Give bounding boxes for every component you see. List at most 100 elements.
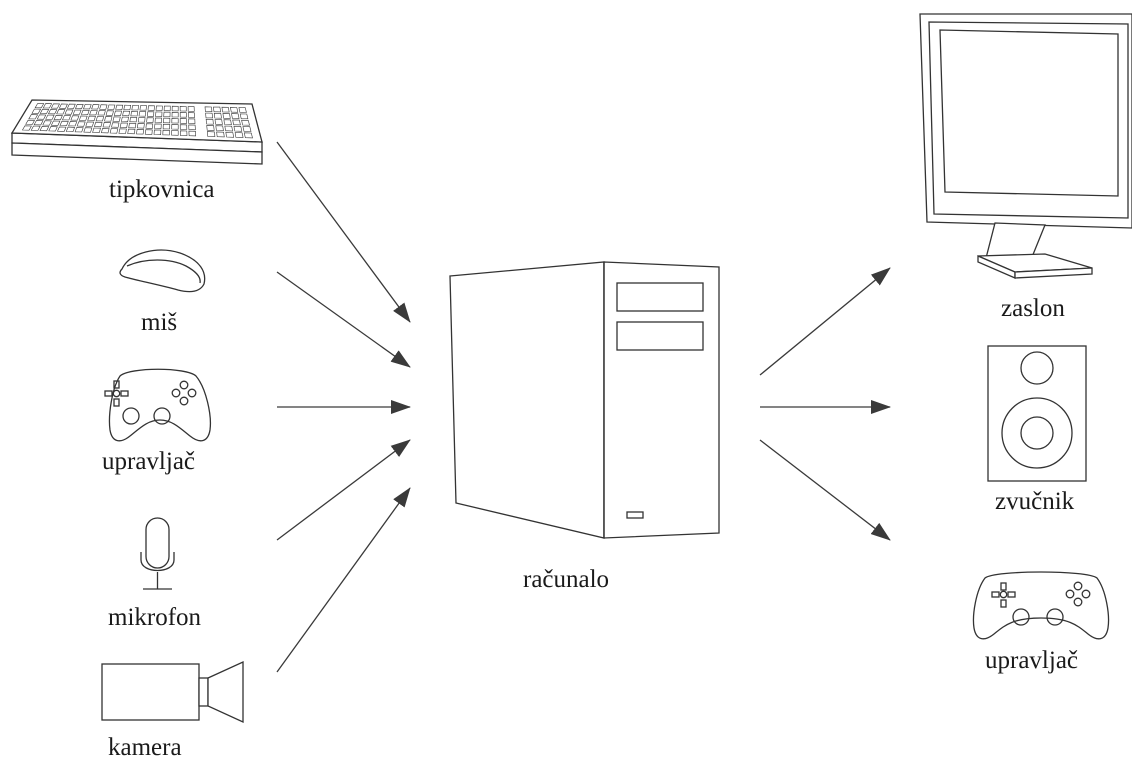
keyboard-key	[221, 106, 230, 113]
keyboard-key	[162, 129, 170, 136]
keyboard-key	[171, 124, 179, 130]
keyboard-key	[144, 129, 153, 135]
keyboard-key	[62, 115, 72, 121]
keyboard-key	[155, 105, 163, 111]
keyboard-key	[76, 121, 86, 127]
keyboard-key	[179, 124, 188, 130]
keyboard-key	[48, 126, 58, 132]
keyboard-key	[206, 131, 216, 137]
arrow-computer-to-monitor	[759, 267, 891, 376]
keyboard-key	[42, 103, 53, 109]
keyboard-key	[233, 125, 243, 132]
keyboard-key	[163, 105, 171, 112]
keyboard-key	[127, 128, 136, 135]
computer-tower-icon	[449, 261, 720, 539]
keyboard-key	[123, 104, 132, 111]
keyboard-key	[136, 123, 145, 129]
keyboard-key	[153, 129, 162, 136]
keyboard-key	[155, 111, 163, 117]
keyboard-key	[130, 110, 139, 117]
keyboard-key	[223, 119, 232, 126]
keyboard-key	[137, 117, 146, 123]
keyboard-key	[105, 110, 114, 116]
monitor-icon	[919, 13, 1132, 279]
keyboard-key	[112, 116, 121, 122]
keyboard-key	[66, 103, 76, 109]
keyboard-key	[231, 113, 240, 119]
mouse-label: miš	[141, 309, 178, 336]
keyboard-key	[179, 112, 187, 118]
keyboard-key	[205, 118, 214, 125]
keyboard-key	[78, 115, 88, 121]
keyboard-key	[39, 125, 50, 132]
keyboard-key	[85, 121, 95, 127]
keyboard-key	[213, 106, 221, 113]
keyboard-key	[101, 127, 110, 134]
keyboard-key	[42, 120, 52, 126]
keyboard-key	[74, 127, 84, 133]
keyboard-key	[147, 105, 155, 111]
keyboard-key	[21, 125, 32, 131]
keyboard-key	[109, 128, 119, 134]
keyboard-key	[119, 122, 128, 128]
keyboard-key	[99, 104, 108, 110]
keyboard-key	[146, 117, 154, 123]
keyboard-key	[58, 103, 68, 109]
keyboard-key	[118, 128, 127, 134]
keyboard-key	[39, 108, 50, 114]
keyboard-key	[215, 125, 224, 132]
controller-label-right: upravljač	[985, 647, 1079, 674]
microphone-icon	[140, 517, 175, 590]
camera-label: kamera	[108, 734, 182, 761]
keyboard-icon	[10, 99, 263, 165]
keyboard-key	[57, 126, 67, 132]
mouse-icon	[119, 249, 206, 293]
arrow-mouse-to-computer	[276, 271, 411, 368]
keyboard-key	[179, 118, 187, 124]
keyboard-key	[188, 130, 197, 137]
keyboard-key	[104, 116, 113, 122]
keyboard-key	[34, 103, 45, 109]
keyboard-key	[72, 109, 82, 115]
keyboard-key	[83, 104, 92, 110]
keyboard-key	[25, 119, 35, 125]
keyboard-key	[145, 123, 154, 129]
keyboard-key	[33, 120, 44, 126]
keyboard-key	[102, 122, 111, 128]
keyboard-key	[68, 121, 78, 127]
computer-label: računalo	[523, 566, 610, 593]
keyboard-key	[214, 119, 223, 125]
keyboard-key	[204, 106, 213, 113]
keyboard-key	[187, 106, 195, 112]
keyboard-key	[213, 112, 222, 119]
keyboard-key	[171, 130, 179, 136]
keyboard-key	[94, 121, 103, 128]
keyboard-key	[224, 125, 233, 132]
arrow-microphone-to-computer	[276, 439, 411, 541]
keyboard-key	[91, 104, 100, 110]
keyboard-key	[187, 112, 196, 118]
camera-icon	[101, 660, 244, 724]
keyboard-key	[216, 131, 225, 138]
controller-label-left: upravljač	[102, 448, 196, 475]
keyboard-key	[92, 127, 101, 133]
keyboard-key	[232, 119, 241, 126]
keyboard-key	[128, 122, 137, 129]
keyboard-key	[171, 111, 179, 118]
keyboard-key	[239, 113, 249, 120]
keyboard-key	[171, 117, 179, 124]
keyboard-key	[243, 132, 253, 139]
keyboard-key	[139, 105, 147, 111]
keyboard-key	[80, 109, 90, 116]
keyboard-key	[48, 109, 58, 115]
keyboard-key	[136, 129, 145, 135]
keyboard-key	[53, 114, 63, 121]
keyboard-key	[64, 109, 74, 115]
keyboard-key	[188, 124, 196, 131]
keyboard-key	[154, 117, 163, 124]
keyboard-key	[70, 115, 80, 121]
keyboard-key	[238, 107, 247, 113]
keyboard-key	[234, 132, 244, 138]
keyboard-key	[56, 109, 66, 115]
